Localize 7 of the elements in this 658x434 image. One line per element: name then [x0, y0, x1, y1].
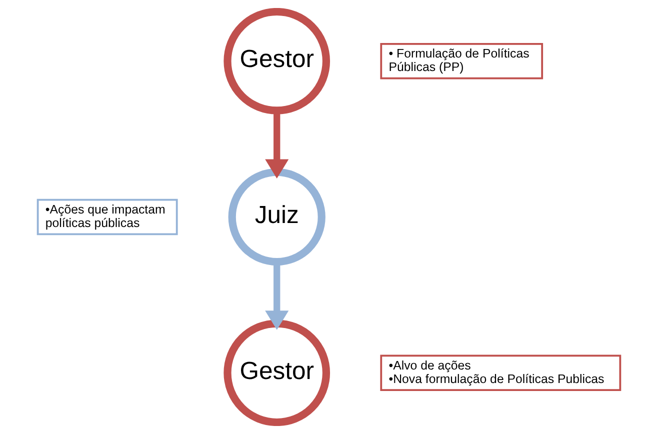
node-box: •Alvo de ações •Nova formulação de Políticas Publicas: [380, 354, 622, 391]
node-box: •Ações que impactam políticas públicas: [36, 198, 178, 236]
node-box: • Formulação de Políticas Públicas (PP): [380, 43, 544, 80]
node-circle: Juiz: [228, 168, 326, 266]
node-circle: Gestor: [224, 8, 330, 114]
arrow: [265, 262, 289, 330]
node-circle: Gestor: [224, 320, 330, 426]
